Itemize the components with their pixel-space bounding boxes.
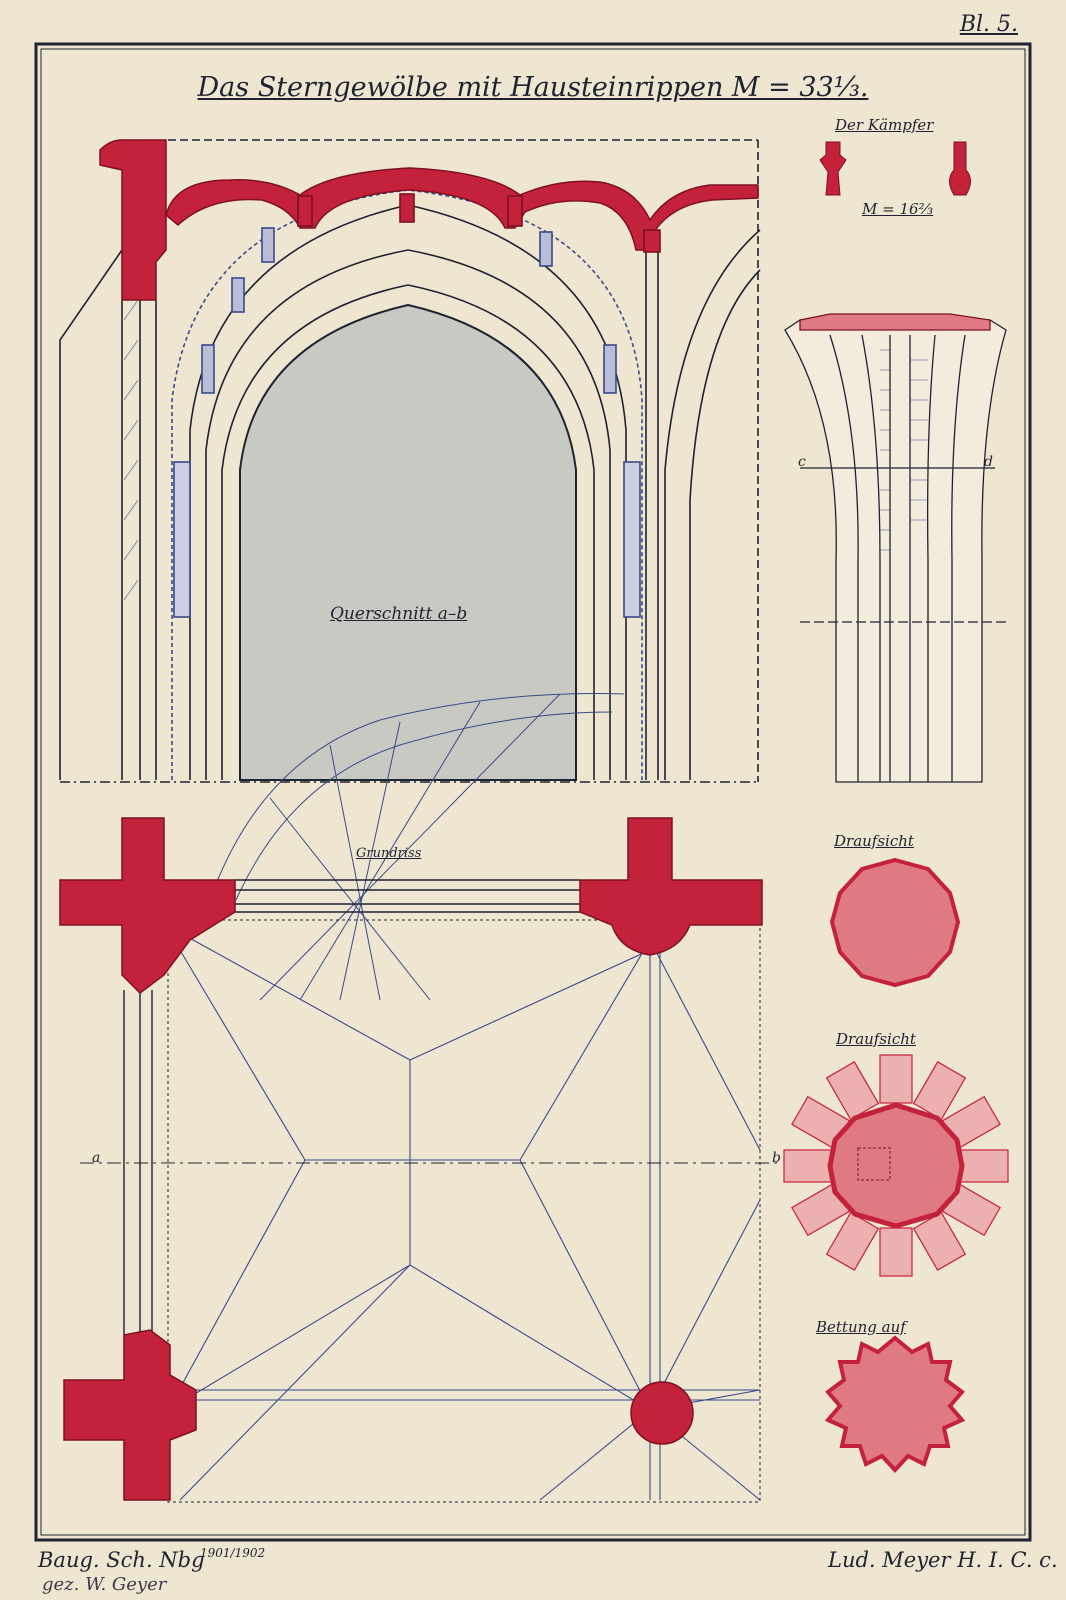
springer-block [623,461,641,618]
rib-keystone [507,195,523,227]
signature: gez. W. Geyer [42,1574,167,1595]
left-pier-outline [59,249,123,780]
column-axis-left: c [798,454,806,470]
plan-axis-right: b [772,1150,781,1166]
top-view-2-label: Draufsicht [836,1030,916,1048]
vault-rib-red [165,167,759,251]
arch-opening [239,303,577,781]
outer-frame [34,42,1032,1542]
pier-top-right [579,817,763,956]
arch-ring-1 [221,284,595,780]
plan-label: Grundriss [356,846,422,861]
column-axis-right: d [984,454,993,470]
capital-hatching [880,349,928,551]
rib-keystone [297,195,313,227]
top-view-1-label: Draufsicht [834,832,914,850]
kaempfer-label: Der Kämpfer [835,116,934,134]
bedding-label: Bettung auf [816,1318,906,1336]
capital-top-pink [799,313,991,331]
springer-block [173,461,191,618]
projection-arch [209,693,625,1001]
left-wall-rib-red [99,139,167,301]
right-arch-1 [664,229,761,780]
footer-author: Lud. Meyer H. I. C. c. [828,1548,1058,1572]
pier-hatching [123,299,139,601]
arch-ring-4 [171,189,643,780]
cross-section [59,139,761,783]
capital-outline [784,319,1007,783]
top-view-star [783,1054,1009,1277]
voussoir [539,231,553,267]
section-label: Querschnitt a–b [330,604,468,624]
voussoir [261,227,275,263]
footer-year: 1901/1902 [200,1546,266,1560]
vault-ribs-plan [167,929,761,1501]
plan-axis-left: a [92,1150,101,1166]
bedding-gear [824,1335,966,1473]
footer-school: Baug. Sch. Nbg [38,1548,205,1572]
right-arch-2 [689,269,761,780]
sheet-number: Bl. 5. [959,12,1018,37]
voussoir [201,344,215,394]
pier-top-left [59,817,236,994]
plan-boundary [167,919,761,1503]
kaempfer-scale: M = 16⅔ [862,200,934,218]
drawing-title: Das Sterngewölbe mit Hausteinrippen M = … [197,72,869,103]
plan-view [59,817,780,1503]
voussoir [231,277,245,313]
voussoir [603,344,617,394]
pier-bottom-left [63,1329,197,1501]
capital-elevation [784,313,1010,783]
rib-keystone [399,193,415,223]
kaempfer-details [819,141,971,196]
kaempfer-profile-1 [819,141,847,196]
inner-frame [40,48,1026,1536]
arch-ring-2 [205,249,611,780]
kaempfer-profile-2 [949,141,971,196]
rib-keystone [643,229,661,253]
top-view-octagon [829,857,961,988]
plan-wall-lines [123,879,580,1335]
pier-bottom-right [630,1381,694,1445]
